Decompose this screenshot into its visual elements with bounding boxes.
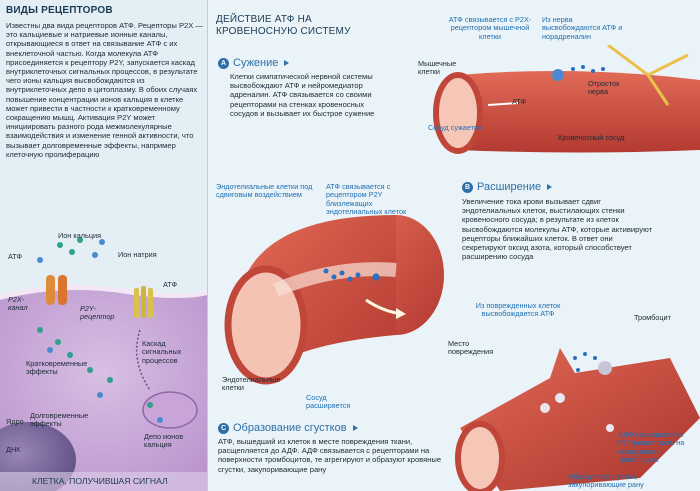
- platelet-label: Тромбоцит: [634, 313, 671, 322]
- signal-cell-footer: КЛЕТКА, ПОЛУЧИВШАЯ СИГНАЛ: [32, 476, 168, 486]
- section-b-title-text: Расширение: [477, 181, 542, 193]
- nerve-release-label: Из нерва высвобождаются АТФ и норадренал…: [542, 15, 623, 41]
- adp-bind-label: АДФ связывается с P2Y-рецептором на пове…: [618, 430, 685, 464]
- section-b-badge: B: [462, 181, 473, 193]
- section-b-title: B Расширение: [462, 181, 553, 193]
- section-c-text: АТФ, вышедший из клеток в месте поврежде…: [218, 437, 442, 474]
- right-panel: АТФ связывается с P2X-рецептором мышечно…: [418, 0, 700, 491]
- middle-panel: ДЕЙСТВИЕ АТФ НА КРОВЕНОСНУЮ СИСТЕМУ A Су…: [208, 0, 458, 491]
- p2y-receptor-shape: [134, 286, 153, 318]
- section-a-title-text: Сужение: [233, 57, 279, 69]
- receptor-types-text: Известны два вида рецепторов АТФ. Рецепт…: [6, 21, 204, 159]
- nucleus-label: Ядро: [6, 417, 24, 426]
- clots-form-label: Образуются сгустки, закупоривающие рану: [568, 472, 644, 490]
- endo-release-label: Эндотелиальные клетки под сдвиговым возд…: [216, 182, 313, 200]
- receptor-types-header: ВИДЫ РЕЦЕПТОРОВ: [6, 5, 113, 16]
- section-a-title: A Сужение: [218, 57, 290, 69]
- long-effects-label: Долговременные эффекты: [30, 411, 89, 429]
- calcium-depot-shape: [142, 391, 198, 429]
- endo-cells-label: Эндотелиальные клетки: [222, 375, 281, 393]
- section-c-title-text: Образование сгустков: [233, 422, 347, 434]
- damage-site-label: Место повреждения: [448, 339, 494, 357]
- dilation-vessel-illustration: [224, 215, 444, 385]
- muscle-cells-label: Мышечные клетки: [418, 59, 457, 77]
- vessel-narrows-label: Сосуд сужается: [428, 123, 482, 132]
- section-b-text: Увеличение тока крови вызывает сдвиг энд…: [462, 197, 653, 262]
- depot-label: Депо ионов кальция: [144, 432, 184, 450]
- atp-p2x-label: АТФ связывается с P2X-рецептором мышечно…: [448, 15, 532, 41]
- section-c-title: C Образование сгустков: [218, 422, 358, 434]
- atp-p2y-label: АТФ связывается с рецептором P2Y близлеж…: [326, 182, 407, 216]
- left-panel: ВИДЫ РЕЦЕПТОРОВ Известны два вида рецепт…: [0, 0, 208, 491]
- clot-vessel-illustration: [455, 348, 700, 491]
- atp-left-label: АТФ: [8, 252, 23, 261]
- p2x-channel-shape: [46, 275, 67, 305]
- section-a-badge: A: [218, 57, 229, 69]
- cell-illustration: [0, 237, 207, 491]
- arrow-right-icon: [284, 60, 290, 66]
- short-effects-label: Кратковременные эффекты: [26, 359, 88, 377]
- cascade-label: Каскад сигнальных процессов: [142, 339, 182, 365]
- nerve-process-label: Отросток нерва: [588, 79, 620, 97]
- blood-vessel-label: Кровеносный сосуд: [558, 133, 625, 142]
- p2x-label: P2X-канал: [8, 295, 28, 313]
- constriction-vessel-illustration: [433, 45, 700, 154]
- atp-label: АТФ: [512, 97, 527, 106]
- damaged-release-label: Из поврежденных клеток высвобождается АТ…: [475, 301, 561, 319]
- atp-right-label: АТФ: [163, 280, 178, 289]
- section-a-text: Клетки симпатической нервной системы выс…: [230, 72, 375, 118]
- p2y-label: P2Y-рецептор: [80, 304, 115, 322]
- arrow-right-icon: [352, 425, 358, 431]
- calcium-ion-label: Ион кальция: [58, 231, 102, 240]
- dna-label: ДНК: [6, 445, 21, 454]
- sodium-ion-label: Ион натрия: [118, 250, 157, 259]
- arrow-right-icon: [547, 184, 553, 190]
- section-c-badge: C: [218, 422, 229, 434]
- atp-action-header: ДЕЙСТВИЕ АТФ НА КРОВЕНОСНУЮ СИСТЕМУ: [216, 14, 351, 37]
- vessel-dilates-label: Сосуд расширяется: [306, 393, 351, 411]
